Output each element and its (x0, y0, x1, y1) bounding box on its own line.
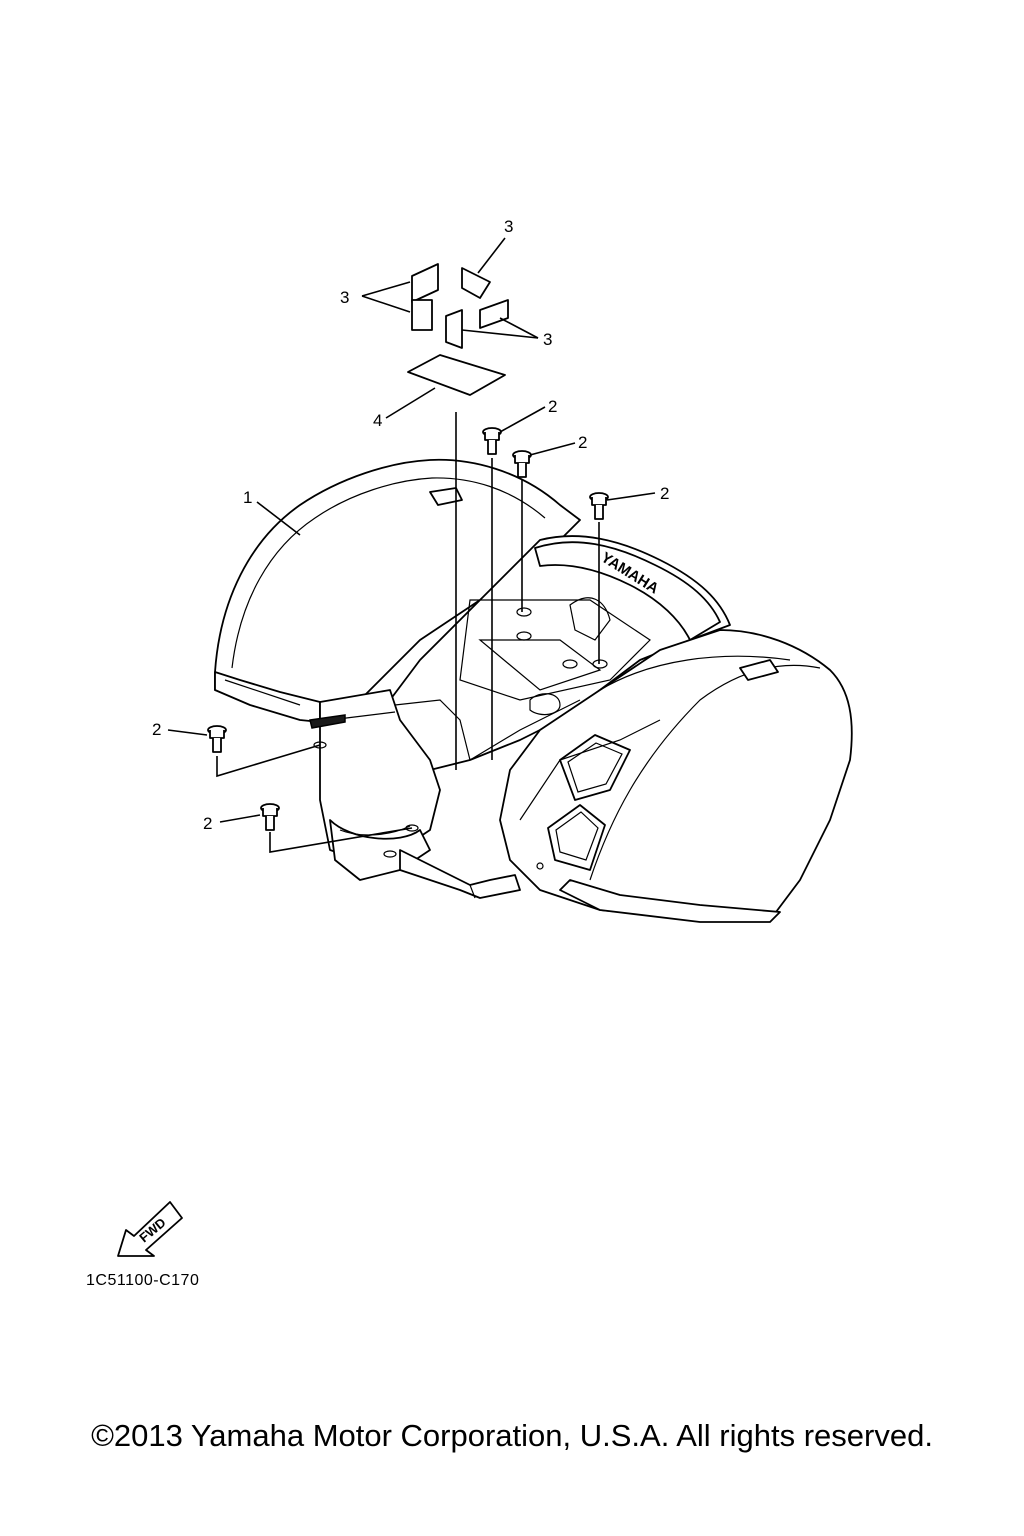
callout-bolt: 2 (548, 397, 557, 416)
callout-plate: 4 (373, 411, 382, 430)
callout-reflector-top: 3 (504, 217, 513, 236)
reflectors (411, 263, 509, 349)
callout-bolt: 2 (203, 814, 212, 833)
reflector-top (461, 267, 491, 299)
bolt-icon (482, 427, 502, 455)
reflector-bottom (445, 309, 463, 349)
rear-fender: YAMAHA (214, 458, 853, 923)
callout-reflector-left: 3 (340, 288, 349, 307)
bolt-icon (589, 492, 609, 520)
callout-reflector-right: 3 (543, 330, 552, 349)
assembly-lines (216, 412, 600, 853)
leader-lines (167, 237, 656, 823)
reflector-right (479, 299, 509, 329)
callout-numbers: 3 3 3 4 2 2 2 1 2 2 (152, 217, 669, 833)
callout-bolt: 2 (578, 433, 587, 452)
fwd-arrow-icon: FWD (117, 1201, 183, 1257)
bolt-icon (512, 450, 532, 478)
plate (407, 354, 506, 396)
diagram-code: 1C51100-C170 (86, 1272, 200, 1289)
bolts (207, 427, 609, 831)
reflector-left (411, 299, 433, 331)
bolt-icon (207, 725, 227, 753)
bolt-icon (260, 803, 280, 831)
callout-bolt: 2 (152, 720, 161, 739)
reflector-top-left (411, 263, 439, 303)
callout-fender: 1 (243, 488, 252, 507)
callout-bolt: 2 (660, 484, 669, 503)
copyright-notice: ©2013 Yamaha Motor Corporation, U.S.A. A… (91, 1418, 933, 1453)
